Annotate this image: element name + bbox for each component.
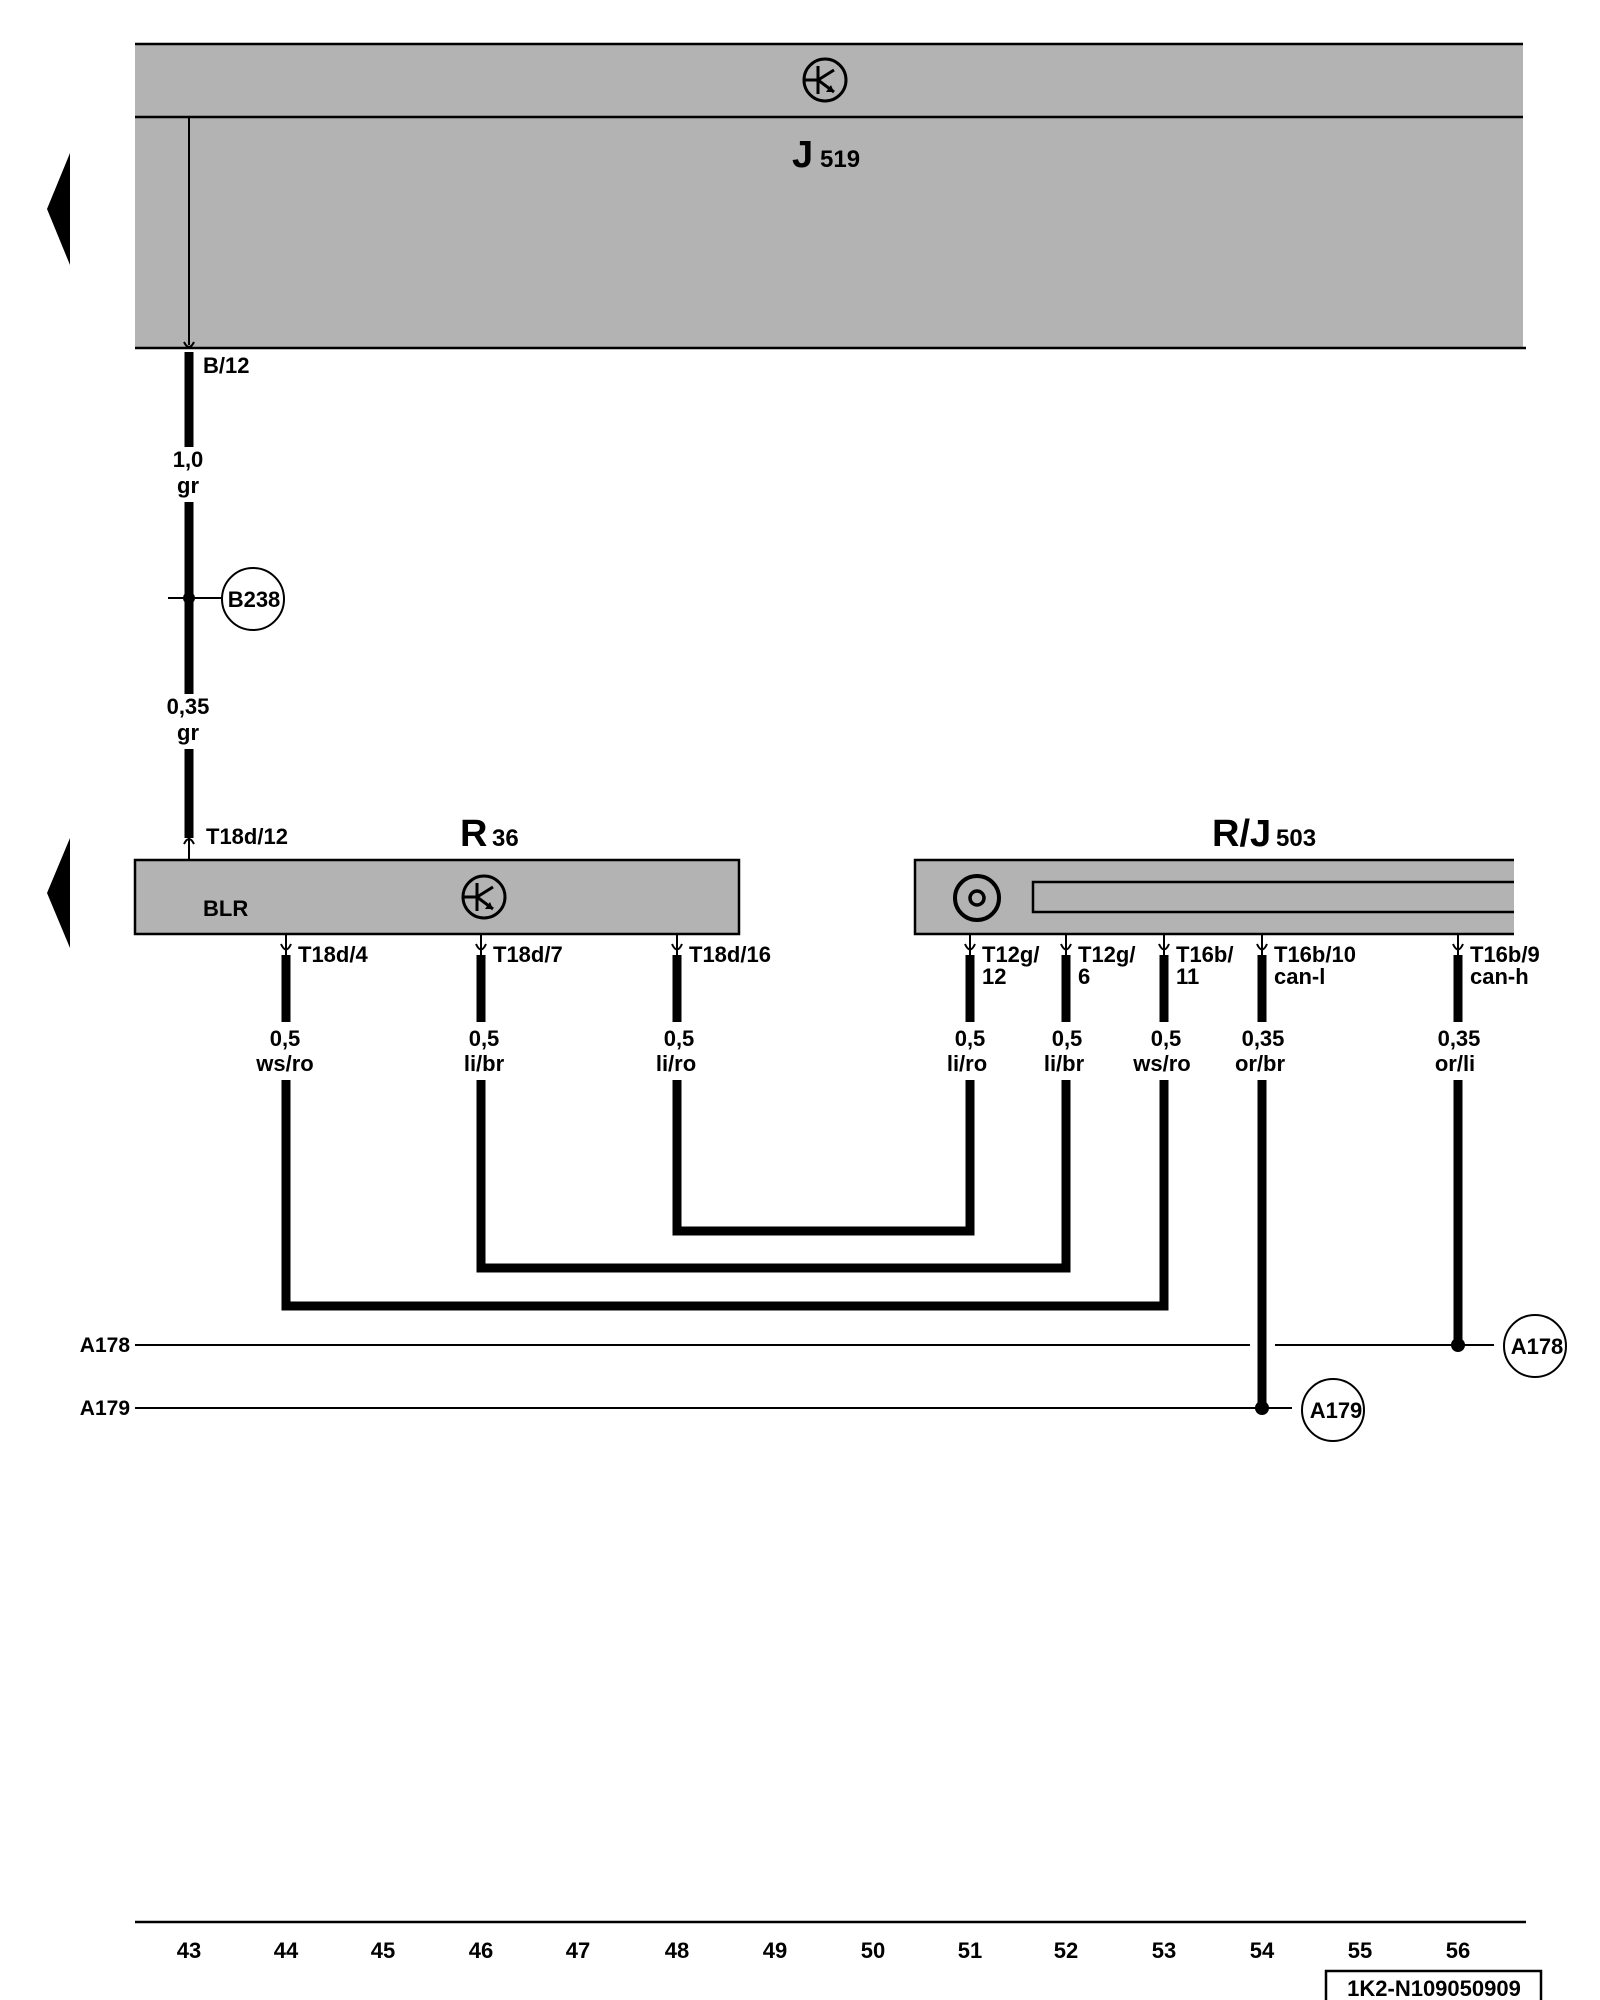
ruler-number: 54 bbox=[1250, 1938, 1275, 1963]
wire-size: 0,35 bbox=[167, 694, 210, 719]
ruler-number: 55 bbox=[1348, 1938, 1372, 1963]
connector-t16b9: T16b/9 bbox=[1470, 942, 1540, 967]
bus-line-a179: A179 bbox=[80, 1397, 1292, 1420]
component-r36: R 36 BLR bbox=[133, 813, 741, 936]
ruler-number: 53 bbox=[1152, 1938, 1176, 1963]
wire-runs bbox=[281, 1080, 1463, 1408]
wire-size: 1,0 bbox=[173, 447, 204, 472]
svg-text:0,5: 0,5 bbox=[955, 1026, 986, 1051]
left-triangle-arrow-icon[interactable] bbox=[47, 153, 70, 265]
wire-color: gr bbox=[177, 473, 199, 498]
svg-text:ws/ro: ws/ro bbox=[255, 1051, 313, 1076]
connector-t12g12: T12g/ bbox=[982, 942, 1039, 967]
bus-line-a178: A178 bbox=[80, 1334, 1494, 1357]
connector-t12g6-pin: 6 bbox=[1078, 964, 1090, 989]
connector-pin-t18d12 bbox=[183, 838, 195, 845]
r36-inner-label: BLR bbox=[203, 896, 248, 921]
r36-label: R bbox=[460, 813, 487, 855]
svg-text:B238: B238 bbox=[228, 587, 281, 612]
svg-text:0,35: 0,35 bbox=[1242, 1026, 1285, 1051]
svg-text:ws/ro: ws/ro bbox=[1132, 1051, 1190, 1076]
wire-stubs bbox=[281, 955, 1463, 1022]
svg-text:A179: A179 bbox=[1310, 1398, 1363, 1423]
wire-color: gr bbox=[177, 720, 199, 745]
transistor-in-circle-icon bbox=[802, 57, 848, 103]
rj503-label: R/J bbox=[1212, 813, 1271, 855]
svg-text:0,5: 0,5 bbox=[469, 1026, 500, 1051]
svg-text:li/br: li/br bbox=[1044, 1051, 1085, 1076]
ruler-number: 48 bbox=[665, 1938, 689, 1963]
ruler-number: 52 bbox=[1054, 1938, 1078, 1963]
svg-text:0,35: 0,35 bbox=[1438, 1026, 1481, 1051]
svg-text:li/ro: li/ro bbox=[947, 1051, 987, 1076]
left-triangle-arrow-icon[interactable] bbox=[47, 838, 70, 948]
component-rj503: R/J 503 bbox=[913, 813, 1514, 936]
connector-t18d4: T18d/4 bbox=[298, 942, 368, 967]
svg-text:A178: A178 bbox=[80, 1334, 131, 1357]
connector-t12g6: T12g/ bbox=[1078, 942, 1135, 967]
ruler-number: 47 bbox=[566, 1938, 590, 1963]
node-b238: B238 bbox=[221, 567, 285, 631]
connector-b12: B/12 bbox=[203, 353, 249, 378]
connector-t16b11: T16b/ bbox=[1176, 942, 1233, 967]
double-circle-icon bbox=[953, 874, 1001, 922]
svg-text:0,5: 0,5 bbox=[1052, 1026, 1083, 1051]
component-j519: J 519 bbox=[135, 42, 1526, 350]
ruler-number: 43 bbox=[177, 1938, 201, 1963]
svg-text:A179: A179 bbox=[80, 1397, 130, 1420]
ruler-number: 49 bbox=[763, 1938, 787, 1963]
connector-t16b10-signal: can-l bbox=[1274, 964, 1325, 989]
document-code: 1K2-N109050909 bbox=[1324, 1969, 1543, 2000]
ruler-number: 51 bbox=[958, 1938, 982, 1963]
svg-text:or/br: or/br bbox=[1235, 1051, 1286, 1076]
svg-text:or/li: or/li bbox=[1435, 1051, 1475, 1076]
j519-number: 519 bbox=[820, 146, 860, 173]
connector-t18d12: T18d/12 bbox=[206, 824, 288, 849]
junction-dot bbox=[183, 592, 195, 604]
ruler-number: 56 bbox=[1446, 1938, 1470, 1963]
svg-text:0,5: 0,5 bbox=[270, 1026, 301, 1051]
r36-number: 36 bbox=[492, 825, 519, 852]
transistor-in-circle-icon bbox=[461, 874, 507, 920]
svg-text:li/br: li/br bbox=[464, 1051, 505, 1076]
connector-t12g12-pin: 12 bbox=[982, 964, 1006, 989]
connector-pin-b12 bbox=[183, 341, 195, 348]
connector-t16b9-signal: can-h bbox=[1470, 964, 1529, 989]
rj503-number: 503 bbox=[1276, 825, 1316, 852]
svg-text:0,5: 0,5 bbox=[664, 1026, 695, 1051]
j519-label: J bbox=[792, 134, 813, 176]
connector-t18d7: T18d/7 bbox=[493, 942, 563, 967]
connector-t16b11-pin: 11 bbox=[1176, 964, 1199, 989]
ruler-number: 44 bbox=[274, 1938, 299, 1963]
wire-labels: 0,5 ws/ro 0,5 li/br 0,5 li/ro 0,5 li/ro … bbox=[255, 1026, 1480, 1076]
ruler-number: 45 bbox=[371, 1938, 395, 1963]
ruler-number: 50 bbox=[861, 1938, 885, 1963]
node-a179: A179 bbox=[1301, 1378, 1365, 1442]
connector-t16b10: T16b/10 bbox=[1274, 942, 1356, 967]
ruler-number: 46 bbox=[469, 1938, 493, 1963]
svg-text:A178: A178 bbox=[1511, 1334, 1564, 1359]
connector-t18d16: T18d/16 bbox=[689, 942, 771, 967]
svg-text:li/ro: li/ro bbox=[656, 1051, 696, 1076]
node-a178: A178 bbox=[1503, 1314, 1567, 1378]
ruler-labels: 43 44 45 46 47 48 49 50 51 52 53 54 55 56 bbox=[177, 1938, 1470, 1963]
svg-text:1K2-N109050909: 1K2-N109050909 bbox=[1347, 1976, 1521, 2000]
svg-text:0,5: 0,5 bbox=[1151, 1026, 1182, 1051]
